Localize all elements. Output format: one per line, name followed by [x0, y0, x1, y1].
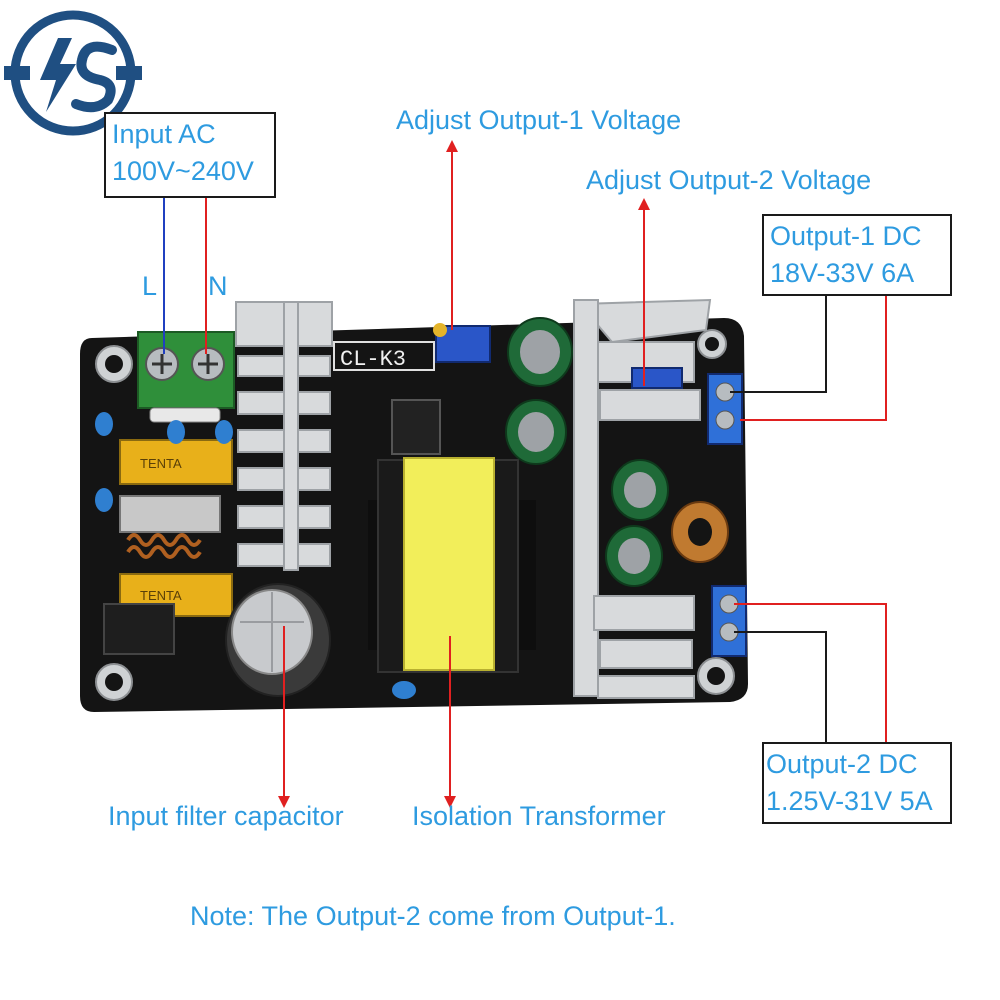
adjust-output2-label: Adjust Output-2 Voltage: [586, 165, 872, 195]
isolation-transformer-body: [368, 457, 536, 673]
power-brand-logo: [4, 10, 142, 136]
bridge-rectifier: [103, 603, 175, 655]
adjust-output1-label: Adjust Output-1 Voltage: [396, 105, 682, 135]
output2-rating: 1.25V-31V 5A: [766, 785, 933, 816]
input-terminal-block: [137, 331, 235, 423]
model-label: CL-K3: [340, 347, 406, 372]
input-ac-range: 100V~240V: [112, 155, 254, 186]
note-text: Note: The Output-2 come from Output-1.: [190, 901, 676, 931]
y-capacitors: [95, 412, 416, 699]
choke-brand-bottom: TENTA: [140, 588, 182, 603]
choke-brand-top: TENTA: [140, 456, 182, 471]
emi-chokes: [119, 439, 233, 617]
output2-title: Output-2 DC: [766, 749, 918, 779]
toroid-inductor: [671, 501, 729, 563]
output1-rating: 18V-33V 6A: [770, 257, 915, 288]
model-plate: [333, 341, 435, 371]
left-heatsink: [235, 301, 333, 571]
output2-box: Output-2 DC 1.25V-31V 5A: [762, 742, 952, 824]
terminal-n-label: N: [208, 271, 228, 301]
input-ac-title: Input AC: [112, 119, 216, 149]
controller-ic: [391, 399, 441, 455]
annotation-arrowheads: [278, 140, 650, 808]
output1-title: Output-1 DC: [770, 221, 922, 251]
output2-trimmer: [631, 367, 683, 389]
input-filter-capacitor-body: [225, 583, 331, 697]
input-ac-box: Input AC 100V~240V: [104, 112, 276, 198]
output1-trimmer: [433, 323, 491, 363]
terminal-l-label: L: [142, 271, 158, 301]
output-capacitors: [505, 317, 669, 587]
isolation-transformer-label: Isolation Transformer: [412, 801, 666, 831]
output1-box: Output-1 DC 18V-33V 6A: [762, 214, 952, 296]
annotation-lines: [163, 148, 887, 802]
input-filter-capacitor-label: Input filter capacitor: [108, 801, 344, 831]
